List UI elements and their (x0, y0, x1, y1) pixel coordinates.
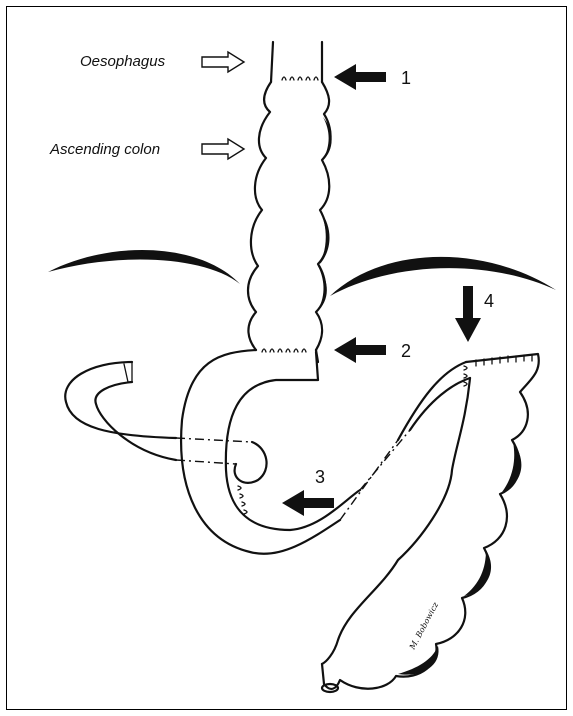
arrow-2-icon (334, 337, 386, 363)
arrow-3-icon (282, 490, 334, 516)
ascending-colon-shape (248, 82, 332, 350)
ascending-colon-label: Ascending colon (49, 141, 160, 158)
marker-3-label: 3 (315, 467, 325, 487)
anastomosis-1-sutures (282, 77, 318, 80)
ascending-colon-pointer-icon (202, 139, 244, 159)
jejunal-limb (65, 362, 266, 483)
marker-4-label: 4 (484, 291, 494, 311)
marker-1-label: 1 (401, 68, 411, 88)
oesophagus-label: Oesophagus (80, 53, 166, 70)
oesophagus-shape (271, 42, 322, 82)
arrow-1-icon (334, 64, 386, 90)
anastomosis-2-sutures (262, 349, 306, 352)
marker-2-label: 2 (401, 341, 411, 361)
small-intestine (181, 350, 470, 554)
arrow-4-icon (455, 286, 481, 342)
diaphragm (48, 250, 556, 296)
anastomosis-4-sutures (464, 366, 467, 386)
oesophagus-pointer-icon (202, 52, 244, 72)
